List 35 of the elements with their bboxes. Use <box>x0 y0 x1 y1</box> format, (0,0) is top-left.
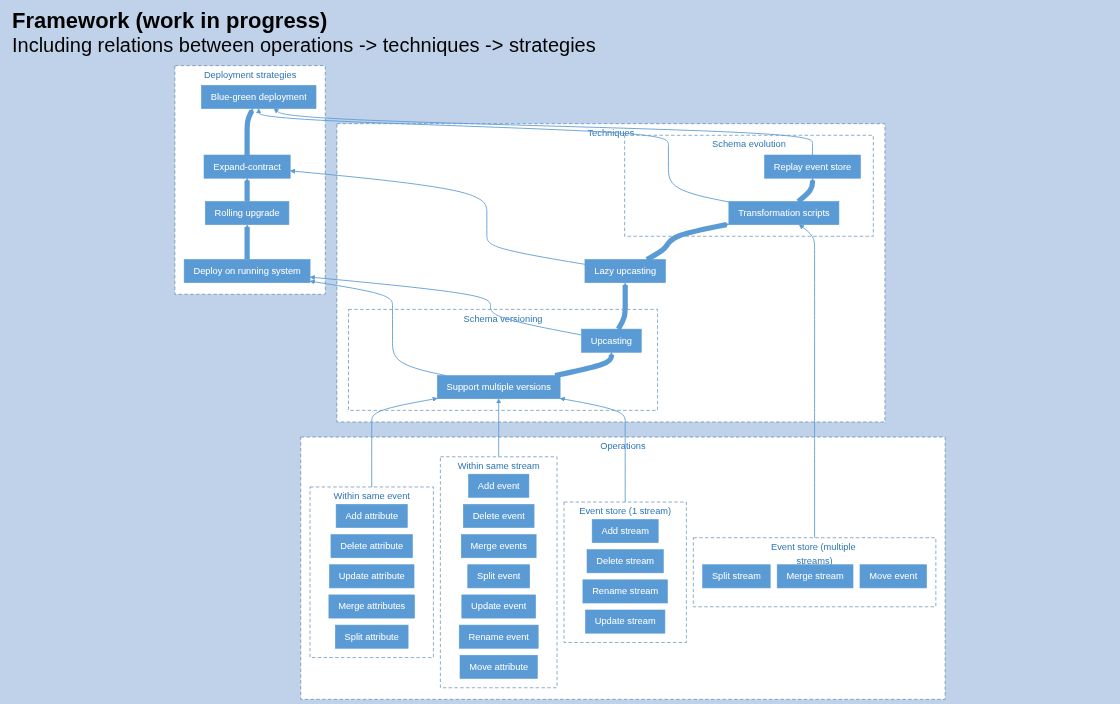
node-box: Split attribute <box>335 624 409 649</box>
node-box: Add stream <box>591 519 659 543</box>
node-box: Expand-contract <box>203 154 291 179</box>
node-box: Split event <box>467 564 530 589</box>
subtitle-text: Including relations between operations -> techniques -> strategies <box>12 34 596 57</box>
node-box: Replay event store <box>764 154 861 179</box>
node-box: Rolling upgrade <box>205 201 290 225</box>
node-box: Merge events <box>461 534 537 559</box>
arrow <box>244 224 250 261</box>
node-box: Deploy on running system <box>183 259 311 283</box>
diagram-title: Framework (work in progress) <box>12 8 328 34</box>
node-box: Add event <box>468 473 530 498</box>
node-box: Merge stream <box>776 564 854 589</box>
node-box: Update event <box>461 594 536 619</box>
node-box: Delete stream <box>586 549 664 574</box>
node-box: Merge attributes <box>328 594 415 619</box>
node-box: Upcasting <box>581 328 642 353</box>
node-box: Transformation scripts <box>728 201 840 225</box>
node-box: Rename stream <box>582 579 668 604</box>
node-box: Blue-green deployment <box>201 85 317 109</box>
node-box: Add attribute <box>335 504 408 528</box>
arrow <box>554 352 614 379</box>
arrow <box>244 178 250 203</box>
node-box: Move event <box>859 564 927 589</box>
node-box: Rename event <box>458 624 539 649</box>
node-box: Split stream <box>702 564 771 589</box>
node-box: Move attribute <box>459 654 538 679</box>
node-box: Update stream <box>585 609 666 634</box>
node-box: Delete event <box>463 504 535 528</box>
node-box: Delete attribute <box>330 534 413 559</box>
node-box: Update attribute <box>329 564 415 589</box>
node-box: Support multiple versions <box>437 375 561 400</box>
node-box: Lazy upcasting <box>584 259 666 283</box>
arrow <box>244 108 255 156</box>
arrow <box>616 282 628 331</box>
